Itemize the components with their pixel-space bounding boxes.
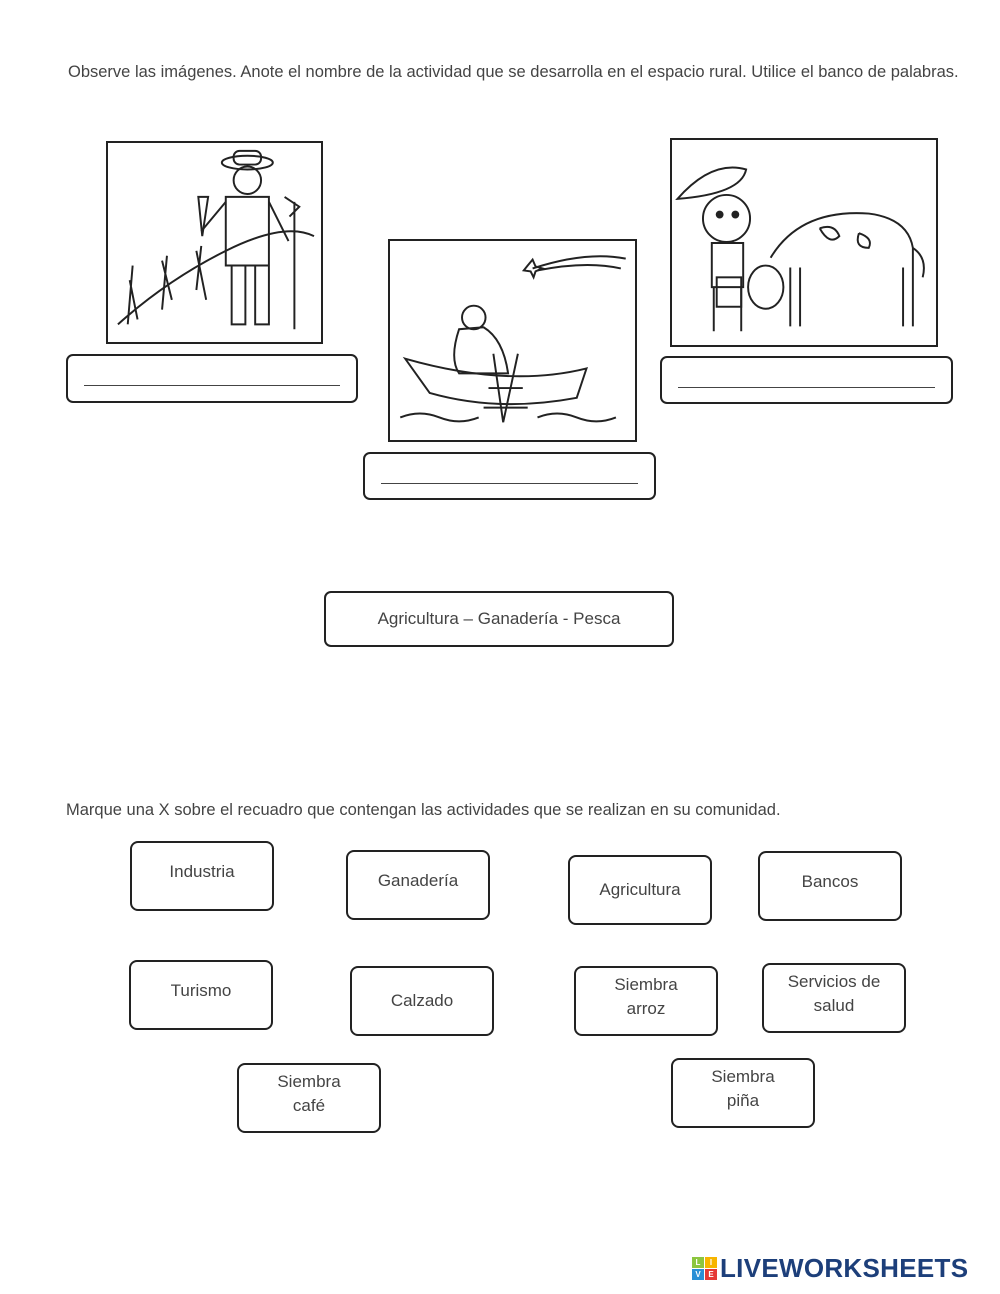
answer-box-2[interactable] — [363, 452, 656, 500]
option-agricultura[interactable]: Agricultura — [568, 855, 712, 925]
option-calzado[interactable]: Calzado — [350, 966, 494, 1036]
option-bancos[interactable]: Bancos — [758, 851, 902, 921]
option-ganaderia[interactable]: Ganadería — [346, 850, 490, 920]
logo-tile: E — [705, 1269, 717, 1280]
logo-tiles-icon: L I V E — [692, 1257, 717, 1280]
option-siembra-cafe[interactable]: Siembra café — [237, 1063, 381, 1133]
logo-tile: L — [692, 1257, 704, 1268]
answer-line — [678, 387, 935, 388]
logo-text: LIVEWORKSHEETS — [720, 1253, 969, 1283]
answer-box-3[interactable] — [660, 356, 953, 404]
logo-tile: V — [692, 1269, 704, 1280]
farmer-image — [106, 141, 323, 344]
fisherman-image — [388, 239, 637, 442]
child-cow-image — [670, 138, 938, 347]
option-siembra-pina[interactable]: Siembra piña — [671, 1058, 815, 1128]
option-siembra-arroz[interactable]: Siembra arroz — [574, 966, 718, 1036]
option-servicios-salud[interactable]: Servicios de salud — [762, 963, 906, 1033]
instruction-2: Marque una X sobre el recuadro que conte… — [66, 801, 781, 819]
liveworksheets-logo: L I V E LIVEWORKSHEETS — [692, 1253, 968, 1284]
option-industria[interactable]: Industria — [130, 841, 274, 911]
logo-tile: I — [705, 1257, 717, 1268]
answer-box-1[interactable] — [66, 354, 358, 403]
instruction-1: Observe las imágenes. Anote el nombre de… — [68, 63, 959, 81]
answer-line — [84, 385, 340, 386]
word-bank: Agricultura – Ganadería - Pesca — [324, 591, 674, 647]
answer-line — [381, 483, 638, 484]
option-turismo[interactable]: Turismo — [129, 960, 273, 1030]
